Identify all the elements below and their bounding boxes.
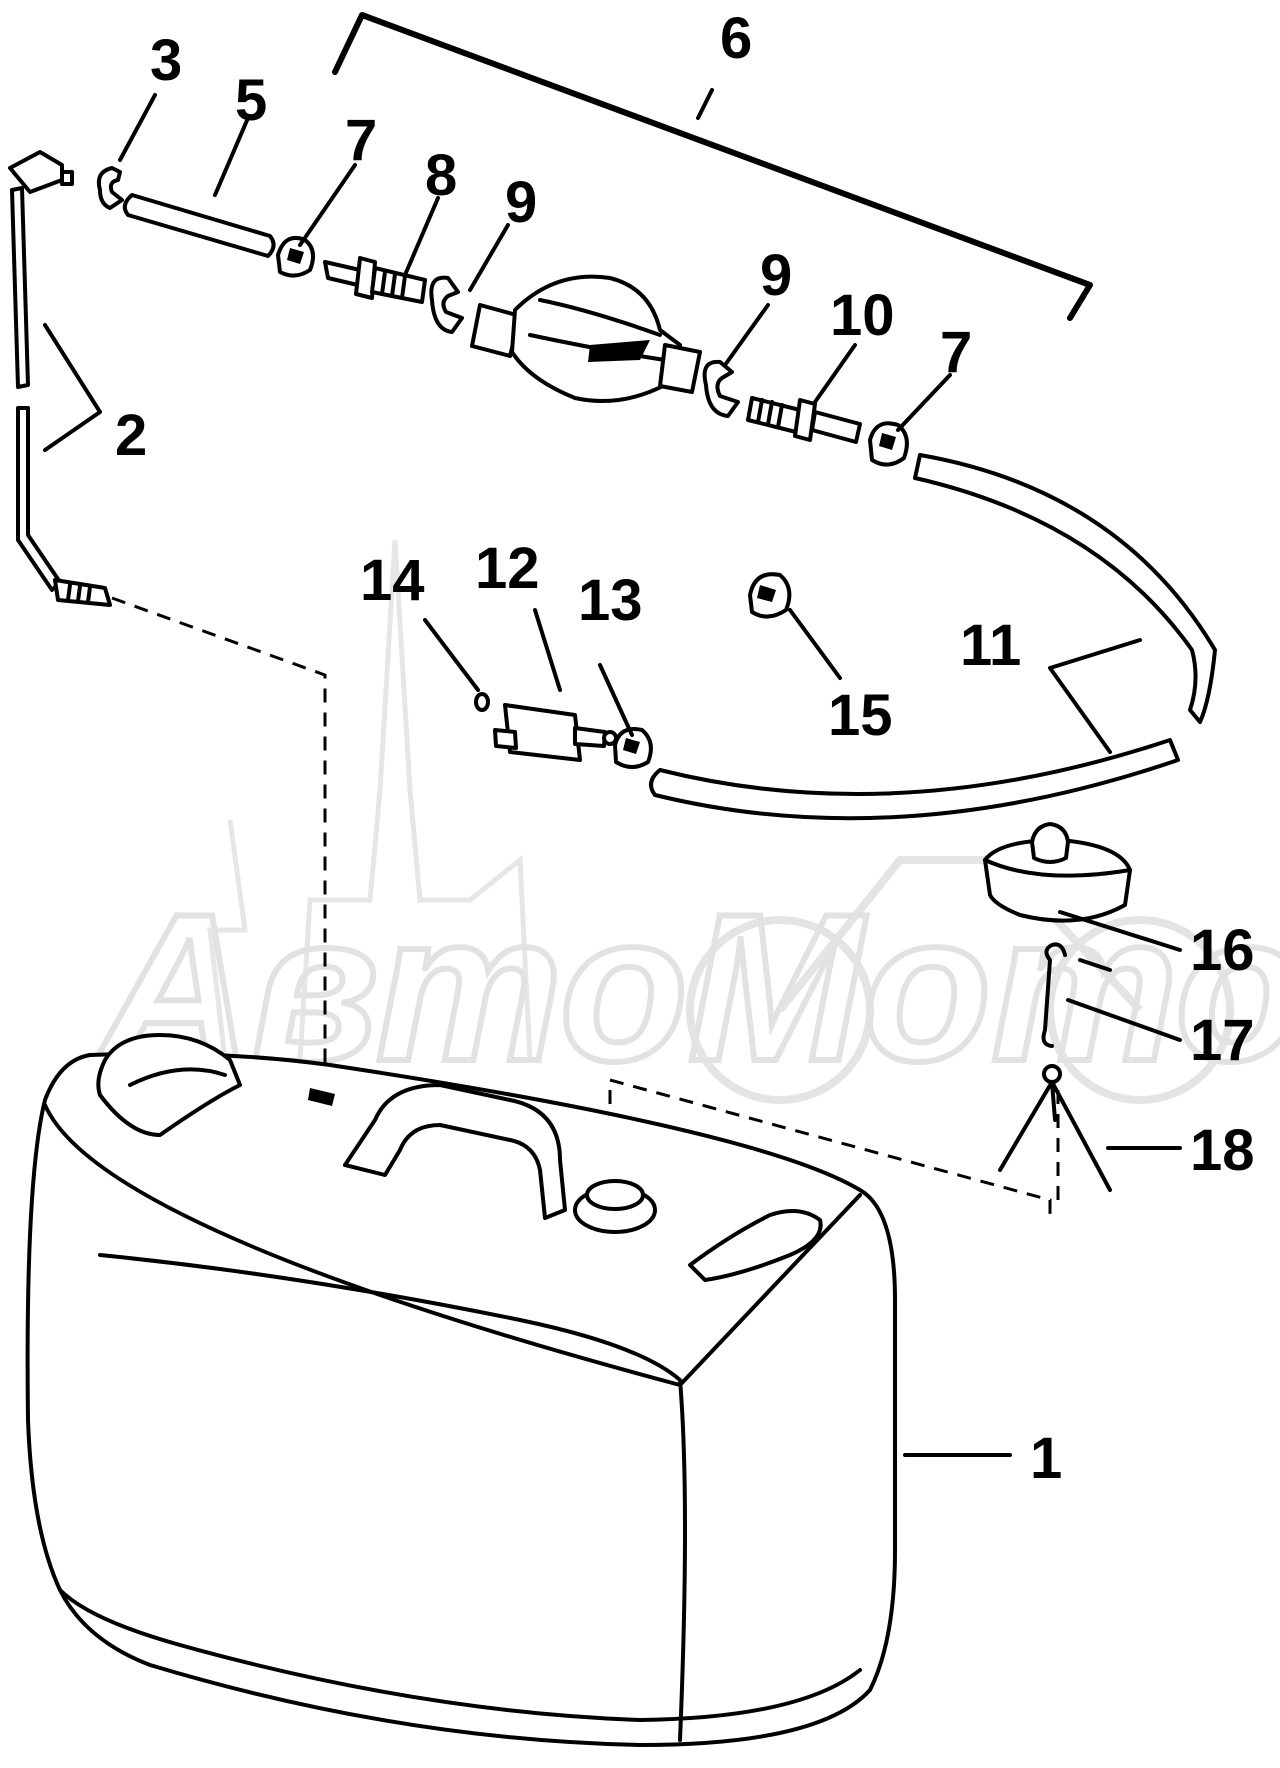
watermark: АвтоМото	[92, 539, 1280, 1108]
callouts: 3 5 6 7 8 9 9 10 7 2 14 12 13 11 15 16 1…	[115, 6, 1255, 1491]
callout-9-right: 9	[760, 243, 792, 308]
cap-16	[983, 822, 1132, 923]
clamp-7-left	[276, 235, 316, 278]
callout-5: 5	[235, 68, 267, 133]
callout-14: 14	[360, 548, 425, 613]
fuel-tank-1	[25, 1033, 897, 1747]
clamp-7-right	[868, 421, 909, 467]
clip-3	[96, 166, 124, 210]
callout-1: 1	[1030, 1426, 1062, 1491]
callout-15: 15	[828, 683, 893, 748]
clip-9-right	[702, 359, 740, 418]
fitting-10	[746, 396, 862, 444]
hose-5	[122, 193, 276, 258]
callout-10: 10	[830, 283, 895, 348]
callout-18: 18	[1190, 1118, 1255, 1183]
callout-7-left: 7	[345, 108, 377, 173]
retainer-18	[998, 1064, 1112, 1192]
callout-7-right: 7	[940, 320, 972, 385]
fitting-8	[323, 256, 427, 304]
oring-14	[474, 692, 490, 712]
callout-16: 16	[1190, 918, 1255, 983]
clamp-13	[613, 727, 653, 769]
callout-8: 8	[425, 143, 457, 208]
callout-2: 2	[115, 403, 147, 468]
callout-6: 6	[720, 6, 752, 71]
clip-9-left	[429, 275, 464, 334]
hose-11	[649, 453, 1217, 821]
primer-bulb	[470, 274, 702, 404]
callout-12: 12	[475, 536, 540, 601]
callout-9-left: 9	[505, 170, 537, 235]
bracket-6	[332, 12, 1093, 321]
callout-17: 17	[1190, 1008, 1255, 1073]
connector-12	[493, 703, 618, 762]
leader-lines	[43, 93, 1182, 1457]
callout-11: 11	[960, 613, 1021, 678]
callout-3: 3	[150, 28, 182, 93]
clamp-15	[748, 572, 792, 619]
hook-17	[1041, 942, 1067, 1048]
callout-13: 13	[578, 568, 643, 633]
pickup-tube	[8, 150, 112, 607]
